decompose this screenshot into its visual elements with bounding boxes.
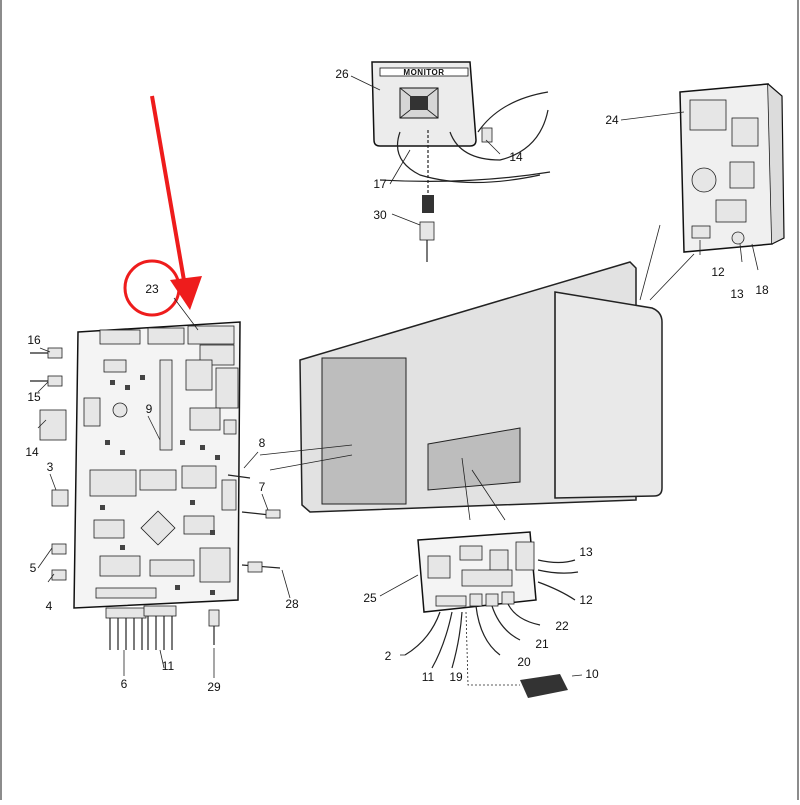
connector-5 <box>51 543 67 555</box>
callout-24: 24 <box>605 113 619 127</box>
callout-30: 30 <box>373 208 387 222</box>
callout-11-main: 11 <box>162 659 175 673</box>
callout-17: 17 <box>373 177 387 191</box>
panel-small-board-area <box>427 427 521 491</box>
monitor-label: MONITOR <box>403 68 444 77</box>
callout-14-left: 14 <box>25 445 39 459</box>
callout-labels: 23 9 8 7 16 15 14 3 5 4 6 11 29 28 26 17… <box>25 67 769 694</box>
callout-5: 5 <box>30 561 37 575</box>
power-supply <box>679 83 785 271</box>
callout-19: 19 <box>449 670 463 684</box>
callout-16: 16 <box>27 333 41 347</box>
cable-7-plug <box>265 509 281 519</box>
callout-7: 7 <box>259 480 266 494</box>
callout-11-small: 11 <box>422 670 435 684</box>
cable-6-plug <box>105 607 147 619</box>
leader-lines <box>37 75 685 678</box>
callout-21: 21 <box>535 637 549 651</box>
callout-25: 25 <box>363 591 377 605</box>
callout-18: 18 <box>755 283 769 297</box>
red-arrow-shaft <box>150 95 188 293</box>
callout-15: 15 <box>27 390 41 404</box>
board-ribbon-slot <box>159 359 173 451</box>
callout-22: 22 <box>555 619 569 633</box>
connector-16 <box>47 347 63 359</box>
callout-12-psu: 12 <box>711 265 725 279</box>
callout-29: 29 <box>207 680 221 694</box>
cable-29-plug <box>208 609 220 627</box>
cable-28-plug <box>247 561 263 573</box>
cabinet-panel <box>259 224 695 521</box>
connector-4 <box>51 569 67 581</box>
highlight-annotation <box>123 95 202 317</box>
callout-14-monitor: 14 <box>509 150 523 164</box>
connector-15 <box>47 375 63 387</box>
cable-11-plug <box>143 605 177 617</box>
callout-4: 4 <box>46 599 53 613</box>
callout-13-small: 13 <box>579 545 593 559</box>
callout-10: 10 <box>585 667 599 681</box>
callout-23: 23 <box>145 282 159 296</box>
callout-26: 26 <box>335 67 349 81</box>
monitor-assembly: MONITOR <box>371 61 551 262</box>
callout-8: 8 <box>259 436 266 450</box>
callout-6: 6 <box>121 677 128 691</box>
callout-20: 20 <box>517 655 531 669</box>
red-circle <box>123 259 181 317</box>
connector-14-left <box>39 409 67 441</box>
callout-28: 28 <box>285 597 299 611</box>
callout-13-psu: 13 <box>730 287 744 301</box>
bottom-cables <box>105 474 281 650</box>
panel-board-mount-area <box>321 357 407 505</box>
callout-3: 3 <box>47 460 54 474</box>
callout-12-small: 12 <box>579 593 593 607</box>
callout-2: 2 <box>385 649 392 663</box>
main-control-board <box>73 321 241 609</box>
left-connectors <box>30 347 69 581</box>
small-board <box>404 531 579 698</box>
callout-9: 9 <box>146 402 153 416</box>
connector-3 <box>51 489 69 507</box>
cable-10-connector <box>520 674 568 698</box>
monitor-cable-plug <box>422 195 434 213</box>
ferrite-30 <box>419 221 435 241</box>
